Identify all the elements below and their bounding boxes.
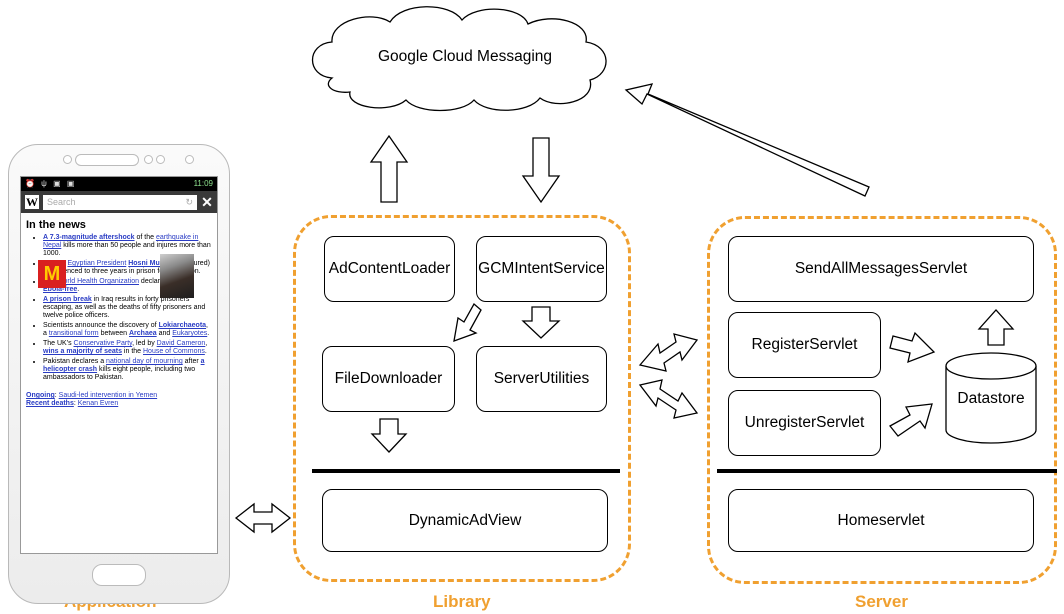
arrow-server-to-cloud bbox=[624, 83, 870, 197]
arrow-app-library bbox=[234, 502, 292, 534]
news-text: declares bbox=[138, 278, 170, 285]
news-text: . bbox=[204, 348, 207, 355]
news-text: , bbox=[205, 340, 208, 347]
news-link: transitional form bbox=[48, 330, 99, 337]
phone-speaker bbox=[75, 154, 139, 166]
ad-content-loader-box: AdContentLoader bbox=[324, 236, 455, 302]
server-divider bbox=[717, 469, 1057, 473]
news-link: Hosni Mubarak bbox=[128, 260, 179, 267]
wiki-search-bar: W Search ↻ ✕ bbox=[21, 191, 217, 213]
news-text: . bbox=[77, 286, 80, 293]
phone-status-bar: ⏰ ψ ▣ ▣ 11:09 bbox=[21, 177, 217, 191]
phone-camera bbox=[144, 155, 153, 164]
unregister-servlet-box: UnregisterServlet bbox=[728, 390, 881, 456]
datastore-cylinder bbox=[945, 352, 1037, 444]
home-servlet-box: Homeservlet bbox=[728, 489, 1034, 552]
phone-camera-2 bbox=[185, 155, 194, 164]
arrow-datastore-to-sendall bbox=[977, 309, 1015, 346]
news-item: A prison break in Iraq results in forty … bbox=[43, 296, 211, 320]
news-item: The UK's Conservative Party, led by Davi… bbox=[43, 340, 211, 356]
news-link: earthquake in Nepal bbox=[43, 234, 199, 249]
news-link: A prison break bbox=[43, 296, 92, 303]
library-title: Library bbox=[433, 592, 491, 611]
news-text: kills more than 50 people and injures mo… bbox=[43, 242, 211, 257]
news-text: , led by bbox=[132, 340, 157, 347]
library-group bbox=[293, 215, 631, 582]
news-item: A 7.3-magnitude aftershock of the earthq… bbox=[43, 234, 211, 258]
arrow-filedownloader-down bbox=[370, 418, 408, 453]
news-text: kills eight people, including two ambass… bbox=[43, 366, 196, 381]
phone-sensor bbox=[63, 155, 72, 164]
news-link: David Cameron bbox=[156, 340, 206, 347]
arrow-down-from-cloud bbox=[521, 137, 561, 204]
news-text: , a bbox=[43, 322, 208, 337]
ongoing-label: Ongoing bbox=[26, 392, 55, 399]
news-text: between bbox=[98, 330, 129, 337]
news-link: Archaea bbox=[129, 330, 157, 337]
server-group bbox=[707, 216, 1057, 584]
arrow-library-server-1 bbox=[638, 333, 699, 372]
register-servlet-box: RegisterServlet bbox=[728, 312, 881, 378]
datastore-label: Datastore bbox=[957, 390, 1025, 407]
arrow-unregister-to-datastore bbox=[889, 403, 933, 437]
news-link: Conservative Party bbox=[73, 340, 133, 347]
status-time: 11:09 bbox=[193, 179, 213, 188]
news-text: The UK's bbox=[43, 340, 74, 347]
file-downloader-box: FileDownloader bbox=[322, 346, 455, 412]
phone-home-button bbox=[92, 564, 146, 586]
ongoing-link: Saudi-led intervention in Yemen bbox=[58, 392, 158, 399]
news-footer: Ongoing: Saudi-led intervention in Yemen… bbox=[26, 392, 158, 407]
news-link: Egyptian President bbox=[67, 260, 127, 267]
reload-icon: ↻ bbox=[185, 196, 193, 207]
news-text: Pakistan declares a bbox=[43, 358, 107, 365]
mcdonalds-logo-icon: M bbox=[38, 260, 66, 288]
news-text: . bbox=[207, 330, 210, 337]
server-title: Server bbox=[855, 592, 908, 611]
news-item: Pakistan declares a national day of mour… bbox=[43, 358, 211, 382]
news-photo bbox=[160, 254, 194, 298]
close-icon: ✕ bbox=[201, 194, 213, 210]
arrow-register-to-datastore bbox=[889, 331, 936, 364]
wikipedia-logo-icon: W bbox=[25, 195, 39, 209]
news-text: after bbox=[182, 358, 201, 365]
recent-deaths-link: Kenan Evren bbox=[77, 400, 119, 407]
news-link: national day of mourning bbox=[106, 358, 183, 365]
news-text: in the bbox=[121, 348, 143, 355]
arrow-gcm-to-serverutilities bbox=[521, 306, 561, 339]
gcm-intent-service-box: GCMIntentService bbox=[476, 236, 607, 302]
phone-illustration: ⏰ ψ ▣ ▣ 11:09 W Search ↻ ✕ In the news A… bbox=[8, 144, 230, 604]
news-text: (pictured) is sentenced to three years i… bbox=[43, 260, 210, 275]
cloud-shape bbox=[311, 6, 607, 112]
phone-sensor-2 bbox=[156, 155, 165, 164]
arrow-gcm-to-filedownloader bbox=[453, 302, 482, 342]
news-title: In the news bbox=[26, 219, 86, 231]
news-text: and bbox=[156, 330, 173, 337]
status-icons: ⏰ ψ ▣ ▣ bbox=[25, 179, 77, 188]
news-text: of the bbox=[134, 234, 156, 241]
cloud-label: Google Cloud Messaging bbox=[377, 48, 553, 65]
dynamic-ad-view-box: DynamicAdView bbox=[322, 489, 608, 552]
arrow-library-server-2 bbox=[638, 379, 699, 419]
recent-deaths-label: Recent deaths bbox=[26, 400, 74, 407]
send-all-messages-servlet-box: SendAllMessagesServlet bbox=[728, 236, 1034, 302]
news-text: Scientists announce the discovery of bbox=[43, 322, 159, 329]
news-link: wins a majority of seats bbox=[43, 348, 122, 355]
news-link: a helicopter crash bbox=[43, 358, 205, 373]
news-link: Ebola-free bbox=[43, 286, 78, 293]
news-link: A 7.3-magnitude aftershock bbox=[43, 234, 135, 241]
news-link: Lokiarchaeota bbox=[158, 322, 207, 329]
phone-screen: ⏰ ψ ▣ ▣ 11:09 W Search ↻ ✕ In the news A… bbox=[20, 176, 218, 554]
news-item: Scientists announce the discovery of Lok… bbox=[43, 322, 211, 338]
server-utilities-box: ServerUtilities bbox=[476, 346, 607, 412]
news-link: Eukaryotes bbox=[172, 330, 208, 337]
news-link: House of Commons bbox=[143, 348, 205, 355]
news-link: World Health Organization bbox=[57, 278, 139, 285]
arrow-up-to-cloud bbox=[369, 134, 409, 203]
wiki-search-input: Search ↻ bbox=[43, 194, 197, 210]
news-text: in Iraq results in forty prisoners escap… bbox=[43, 296, 206, 319]
library-divider bbox=[312, 469, 620, 473]
